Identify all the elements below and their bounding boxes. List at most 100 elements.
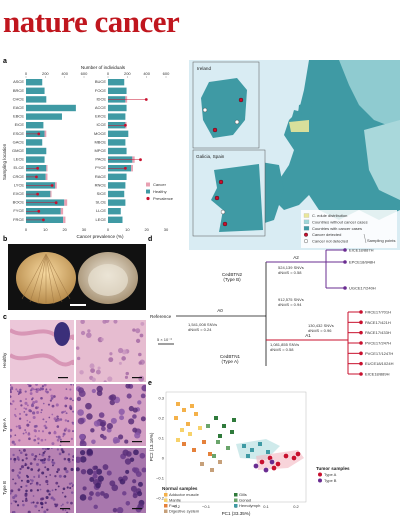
category-label: LECE: [96, 217, 107, 222]
cell-nucleus: [56, 415, 59, 418]
map-legend-label: Cancer detected: [312, 232, 341, 237]
cell-nucleus: [45, 388, 48, 391]
scale-bar: [132, 377, 142, 379]
tree-leaf-label: EICE18/887H: [349, 248, 374, 253]
cell-nucleus: [61, 450, 65, 454]
a-sub-snvs: 130,432 SNVs: [308, 323, 334, 328]
healthy-bar: [108, 173, 127, 180]
cell-nucleus: [64, 404, 68, 408]
eastern-europe: [364, 120, 400, 200]
cell-nucleus: [109, 399, 116, 406]
cell-nucleus: [10, 428, 13, 432]
cell-nucleus: [124, 439, 129, 444]
cell-nucleus: [48, 416, 51, 419]
cell-nucleus: [10, 386, 14, 390]
histo-typeb-low: [10, 448, 74, 513]
prevalence-dot: [144, 98, 148, 101]
cell-nucleus: [40, 411, 42, 414]
cell-nucleus: [31, 398, 34, 401]
type-a-label: (Type A): [221, 359, 239, 364]
a1-label: A1: [305, 333, 311, 338]
cell-nucleus: [34, 455, 38, 458]
normal-legend-label: Adductor muscle: [169, 492, 200, 497]
category-label: EXCE: [13, 191, 24, 196]
tree-leaf-node: [359, 341, 363, 345]
cell-nucleus: [30, 403, 35, 408]
cell-nucleus: [62, 435, 65, 438]
europe-map: Ireland Galicia, Spain C. edule distribu…: [189, 60, 400, 250]
pca-points: [174, 402, 301, 473]
cell-nucleus: [18, 449, 21, 452]
cell-nucleus: [44, 448, 48, 451]
cell-nucleus: [71, 421, 74, 424]
cell-nucleus: [112, 507, 118, 513]
cell-nucleus: [79, 494, 87, 501]
cell-nucleus: [72, 455, 74, 458]
cell-nucleus: [135, 338, 141, 344]
sampling-point: [218, 179, 224, 185]
category-label: LECE: [14, 157, 25, 162]
cell-nucleus: [14, 408, 17, 410]
cell-nucleus: [13, 500, 15, 502]
pca-ytick-label: −0.1: [156, 476, 165, 481]
a-sub-dnds: dN/dS = 0.96: [308, 328, 332, 333]
cell-nucleus: [45, 479, 49, 484]
category-label: LLCE: [96, 208, 106, 213]
category-label: CHCE: [13, 96, 25, 101]
cell-nucleus: [116, 506, 124, 513]
cell-nucleus: [140, 322, 145, 326]
cell-nucleus: [90, 428, 95, 433]
cell-nucleus: [26, 479, 30, 483]
prevalence-dot: [124, 123, 127, 127]
type-a-lineage: CedBTN1: [220, 354, 241, 359]
b-sub-snvs: 912,575 SNVs: [278, 297, 304, 302]
cell-nucleus: [95, 482, 101, 489]
cell-nucleus: [38, 476, 40, 478]
cell-nucleus: [69, 407, 73, 411]
cell-nucleus: [63, 467, 67, 471]
histo-healthy-low: [10, 320, 74, 382]
cell-nucleus: [96, 385, 103, 393]
category-label: EICE: [15, 122, 25, 127]
category-label: SICE: [97, 191, 107, 196]
cell-nucleus: [29, 478, 32, 481]
cell-nucleus: [141, 467, 146, 473]
cell-nucleus: [90, 368, 95, 374]
pca-normal-point: [218, 460, 222, 464]
cell-nucleus: [41, 448, 45, 450]
histo-healthy-high: [76, 320, 146, 382]
cell-nucleus: [41, 460, 45, 464]
shell-photo: [8, 244, 146, 310]
category-label: PYCE: [95, 165, 106, 170]
cell-nucleus: [33, 457, 37, 461]
pca-normal-point: [242, 444, 246, 448]
pca-type-b-point: [253, 463, 259, 469]
cell-nucleus: [64, 495, 67, 498]
cell-nucleus: [77, 409, 84, 416]
cancer-bar: [55, 182, 57, 189]
cell-nucleus: [46, 483, 49, 486]
tumor-legend-swatch: [318, 472, 322, 477]
pca-type-a-point: [283, 453, 289, 459]
healthy-bar: [108, 79, 125, 86]
top-tick-label: 0: [25, 71, 28, 76]
cell-nucleus: [70, 491, 74, 494]
cell-nucleus: [50, 397, 54, 400]
cell-nucleus: [22, 503, 25, 507]
cell-nucleus: [45, 390, 48, 393]
cell-nucleus: [44, 426, 48, 430]
panel-label-e: e: [148, 380, 152, 387]
cell-nucleus: [70, 501, 73, 505]
cell-nucleus: [104, 320, 110, 324]
cell-nucleus: [50, 497, 53, 500]
cancer-bar: [44, 130, 47, 137]
cell-nucleus: [25, 484, 28, 488]
cell-nucleus: [64, 509, 67, 512]
sampling-point: [222, 221, 228, 227]
cell-nucleus: [68, 460, 71, 463]
cell-nucleus: [36, 462, 40, 466]
cell-nucleus: [11, 468, 15, 472]
healthy-bar: [26, 104, 76, 112]
